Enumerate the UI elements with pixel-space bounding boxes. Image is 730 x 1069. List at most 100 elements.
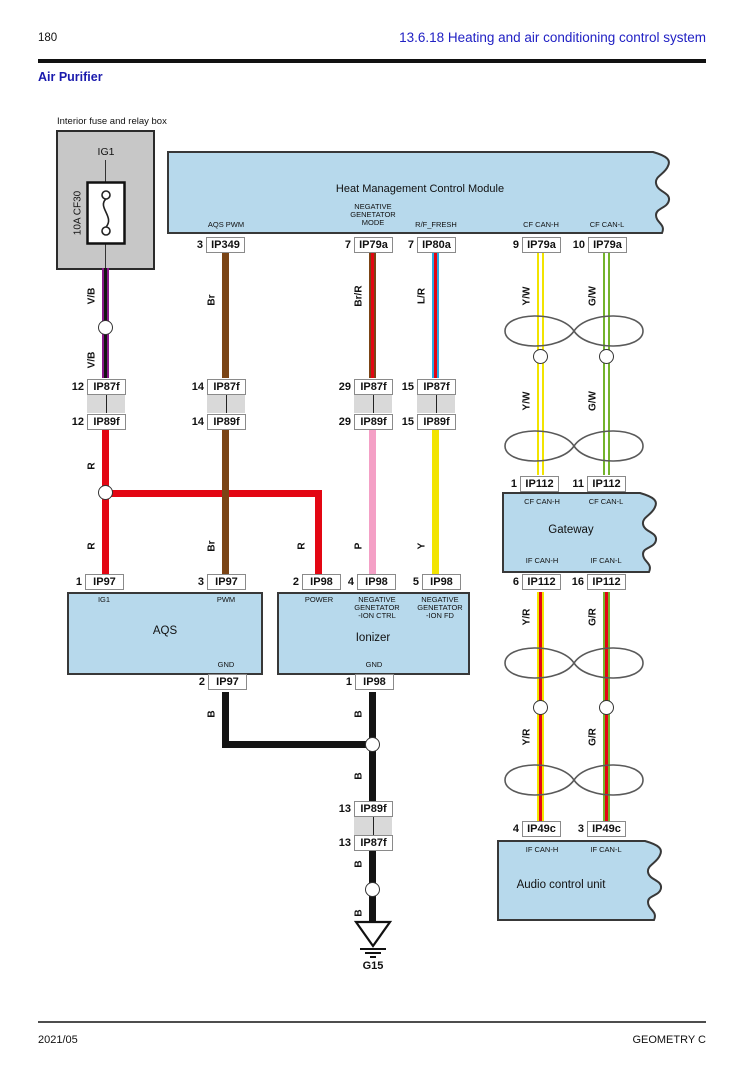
connector-pin: 1 [510,477,517,490]
connector-ip80a-7: 7 IP80a [396,236,456,253]
connector-box: IP112 [522,573,561,590]
page-number: 180 [38,32,58,44]
connector-ip87f-14: 14 IP87f [186,378,246,395]
connector-box: IP49c [587,820,626,837]
wire-r-main [102,430,109,574]
connector-pin: 10 [572,238,585,251]
wire-label-gr: G/R [587,608,599,626]
twisted-pair-icon [504,764,644,796]
fuse-rating-label: 10A CF30 [72,190,84,236]
connector-box: IP89f [354,800,393,817]
pin-label-aqs-gnd: GND [217,660,235,669]
splice-icon [98,485,113,500]
wire-label-yr: Y/R [521,728,533,746]
ground-label: G15 [362,960,384,972]
connector-pin: 14 [191,415,204,428]
pin-label-cf-can-h: CF CAN-H [523,220,559,229]
connector-box: IP98 [302,573,341,590]
wire-label-r: R [86,462,98,470]
splice-icon [599,349,614,364]
wire-label-lr: L/R [416,287,428,305]
connector-ip349: 3 IP349 [185,236,245,253]
pin-label-ionizer-gnd: GND [365,660,383,669]
connector-pin: 29 [338,380,351,393]
audio-module-box [497,840,662,921]
connector-pin: 12 [71,380,84,393]
pin-label-ig1: IG1 [97,595,111,604]
junction-block [207,395,245,413]
connector-ip49c-4: 4 IP49c [501,820,561,837]
connector-ip79a-9: 9 IP79a [501,236,561,253]
wire-label-r: R [86,542,98,550]
connector-box: IP89f [87,413,126,430]
connector-ip112-16: 16 IP112 [566,573,626,590]
twisted-pair-icon [504,430,644,462]
connector-ip98-1: 1 IP98 [334,673,394,690]
pin-label-gw-cf-can-h: CF CAN-H [524,497,560,506]
connector-pin: 15 [401,380,414,393]
audio-title: Audio control unit [516,879,606,891]
pin-label-cf-can-l: CF CAN-L [589,220,625,229]
connector-ip89f-29: 29 IP89f [333,413,393,430]
wire-label-gw: G/W [587,286,599,306]
footer-date: 2021/05 [38,1034,78,1046]
connector-pin: 12 [71,415,84,428]
twisted-pair-icon [504,647,644,679]
fuse-box-caption: Interior fuse and relay box [57,116,167,127]
aqs-module-box [67,592,263,675]
section-title: Air Purifier [38,70,103,84]
footer-model: GEOMETRY C [632,1034,706,1046]
header-rule [38,59,706,63]
connector-pin: 14 [191,380,204,393]
pin-label-ion-ctrl: NEGATIVE GENETATOR -ION CTRL [354,595,400,620]
gateway-title: Gateway [548,524,594,536]
pin-label-aqs-pwm: AQS PWM [207,220,245,229]
pin-label-gw-if-can-h: IF CAN-H [525,556,559,565]
connector-pin: 2 [198,675,205,688]
pin-label-gw-if-can-l: IF CAN-L [590,556,622,565]
wire-label-r: R [296,542,308,550]
wire-label-vb: V/B [86,351,98,369]
gateway-module-box [502,492,657,573]
connector-box: IP98 [422,573,461,590]
wire-r-branch-horizontal [102,490,322,497]
connector-ip87f-13: 13 IP87f [333,834,393,851]
wire-label-p: P [353,542,365,550]
connector-pin: 7 [344,238,351,251]
connector-box: IP80a [417,236,456,253]
pin-label-au-if-can-h: IF CAN-H [525,845,559,854]
connector-box: IP349 [206,236,245,253]
connector-pin: 13 [338,802,351,815]
splice-icon [599,700,614,715]
connector-box: IP87f [354,834,393,851]
connector-ip97-3: 3 IP97 [186,573,246,590]
connector-pin: 11 [572,477,584,490]
connector-ip79a-10: 10 IP79a [567,236,627,253]
connector-pin: 16 [571,575,584,588]
connector-box: IP97 [85,573,124,590]
connector-pin: 29 [338,415,351,428]
fuse-symbol [86,181,126,245]
ionizer-title: Ionizer [355,632,391,644]
wire-label-gw: G/W [587,391,599,411]
connector-pin: 1 [75,575,82,588]
splice-icon [533,700,548,715]
wire-br-r [369,252,376,378]
wire-label-yw: Y/W [521,286,533,306]
connector-box: IP79a [522,236,561,253]
connector-ip89f-12: 12 IP89f [66,413,126,430]
heat-mgmt-module-box [167,151,670,234]
connector-box: IP112 [520,475,559,492]
connector-ip112-1: 1 IP112 [499,475,559,492]
connector-pin: 3 [577,822,584,835]
splice-icon [365,737,380,752]
wire-b-aqs-gnd [222,692,229,748]
junction-block [354,395,392,413]
junction-block [417,395,455,413]
wire-label-y: Y [416,542,428,550]
connector-ip89f-15: 15 IP89f [396,413,456,430]
connector-ip97-1: 1 IP97 [64,573,124,590]
splice-icon [98,320,113,335]
wire-p [369,430,376,574]
